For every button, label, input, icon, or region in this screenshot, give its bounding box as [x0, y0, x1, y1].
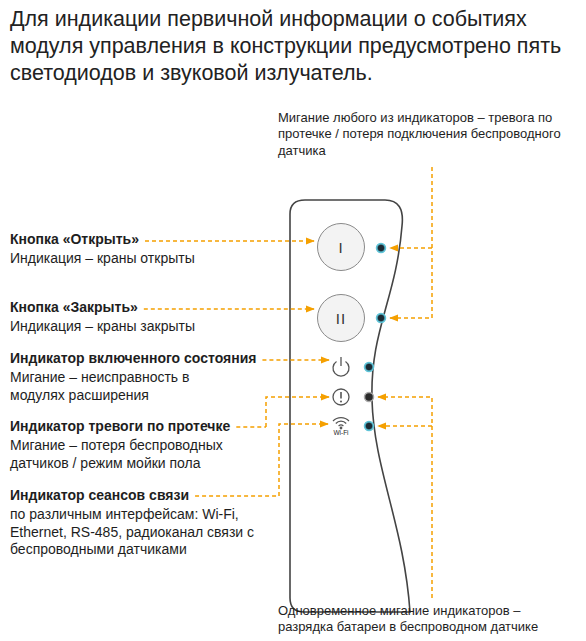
leader-line [390, 247, 432, 249]
led-set [365, 244, 386, 431]
leader-line [378, 397, 432, 598]
leader-line [378, 425, 432, 427]
led [365, 393, 374, 402]
title: Для индикации первичной информации о соб… [10, 6, 576, 87]
note: Мигание любого из индикаторов – тревога … [278, 110, 578, 159]
leader-line [262, 359, 329, 361]
leader-line [266, 397, 329, 427]
led [365, 363, 374, 372]
label-body: Индикация – краны закрыты [10, 318, 290, 336]
leader-line [195, 495, 279, 497]
label-heading: Кнопка «Закрыть» [10, 299, 290, 317]
housing-outline [290, 200, 410, 612]
label-body: Индикация – краны открыты [10, 250, 290, 268]
led [365, 422, 374, 431]
led [377, 314, 386, 323]
leader-line [144, 308, 314, 310]
alarm-icon [333, 389, 349, 405]
button-label: I [338, 239, 343, 256]
button: I [317, 223, 365, 271]
button-label: II [336, 310, 346, 327]
note: Одновременное мигание индикаторов – разр… [278, 603, 578, 636]
button: II [317, 294, 365, 342]
wifi-icon [333, 418, 349, 429]
label-heading: Индикатор сеансов связи [10, 487, 270, 505]
leader-line [236, 426, 266, 428]
leader-line [279, 424, 328, 496]
icon-label: Wi-Fi [329, 430, 353, 437]
led [377, 244, 386, 253]
label-body: по различным интерфейсам: Wi-Fi, Etherne… [10, 506, 272, 559]
label-heading: Кнопка «Открыть» [10, 231, 290, 249]
label-heading: Индикатор тревоги по протечке [10, 418, 270, 436]
label-body: Мигание – потеря беспроводных датчиков /… [10, 437, 245, 472]
leader-line [390, 167, 432, 318]
label-heading: Индикатор включенного состояния [10, 350, 300, 368]
power-icon [333, 357, 349, 376]
leader-line [145, 240, 314, 242]
label-body: Мигание – неисправность в модулях расшир… [10, 369, 210, 404]
